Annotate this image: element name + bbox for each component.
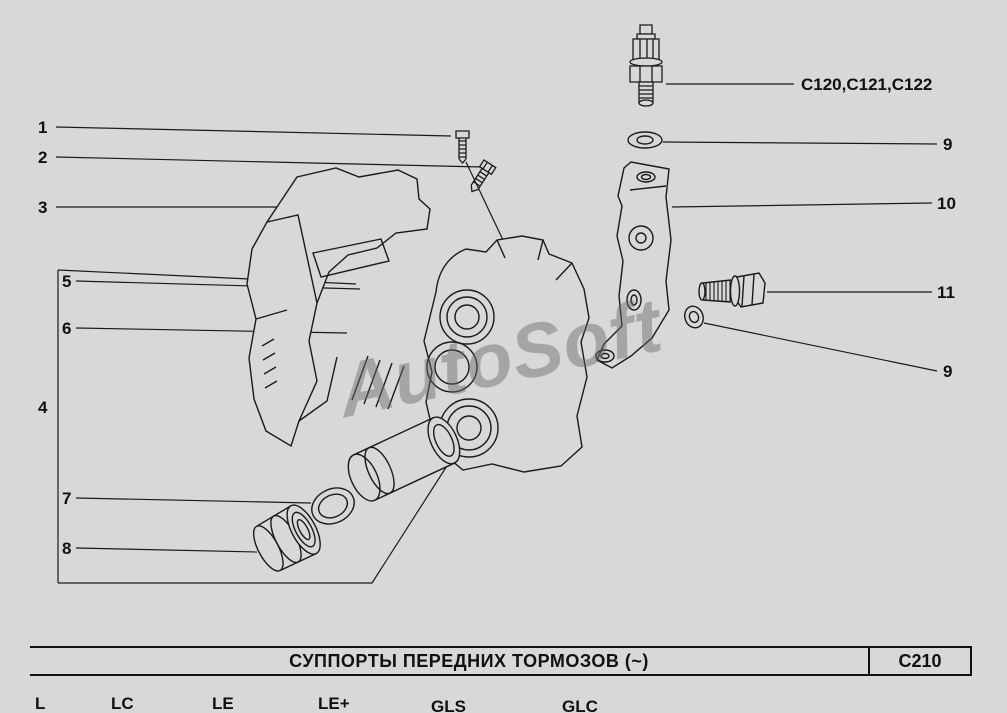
section-code: C210 — [868, 648, 972, 674]
ref-label-c120-c122: C120,C121,C122 — [801, 75, 933, 94]
callout-4: 4 — [38, 398, 48, 417]
callout-3: 3 — [38, 198, 48, 217]
part-caliper-bracket — [246, 167, 431, 448]
part-piston — [347, 416, 461, 502]
callout-2: 2 — [38, 148, 48, 167]
callout-6: 6 — [62, 319, 72, 338]
variant-le-plus: LE+ — [318, 694, 350, 713]
diagram-title: СУППОРТЫ ПЕРЕДНИХ ТОРМОЗОВ (~) — [289, 650, 649, 671]
leader-lines — [55, 83, 938, 584]
callout-9-bottom: 9 — [943, 362, 953, 381]
part-washer-bottom — [684, 305, 704, 329]
part-piston-seal — [311, 487, 355, 525]
variant-gls: GLS — [431, 697, 466, 713]
part-screw-small-icon — [455, 130, 470, 164]
part-bleed-valve — [629, 24, 663, 107]
part-hose-bracket — [595, 161, 672, 369]
part-caliper-body — [351, 235, 590, 473]
callout-11: 11 — [937, 283, 955, 302]
callout-8: 8 — [62, 539, 72, 558]
part-banjo-bolt — [698, 272, 766, 308]
callout-9-top: 9 — [943, 135, 953, 154]
footer-table: СУППОРТЫ ПЕРЕДНИХ ТОРМОЗОВ (~) C210 — [30, 646, 972, 676]
callout-5: 5 — [62, 272, 72, 291]
variant-le: LE — [212, 694, 234, 713]
variant-glc: GLC — [562, 697, 598, 713]
variant-l: L — [35, 694, 46, 713]
part-dust-boot — [252, 504, 321, 572]
callout-1: 1 — [38, 118, 48, 137]
variant-lc: LC — [111, 694, 134, 713]
callout-7: 7 — [62, 489, 72, 508]
part-washer-top — [627, 131, 663, 149]
callout-10: 10 — [937, 194, 956, 213]
part-bleed-screw-icon — [470, 159, 497, 193]
